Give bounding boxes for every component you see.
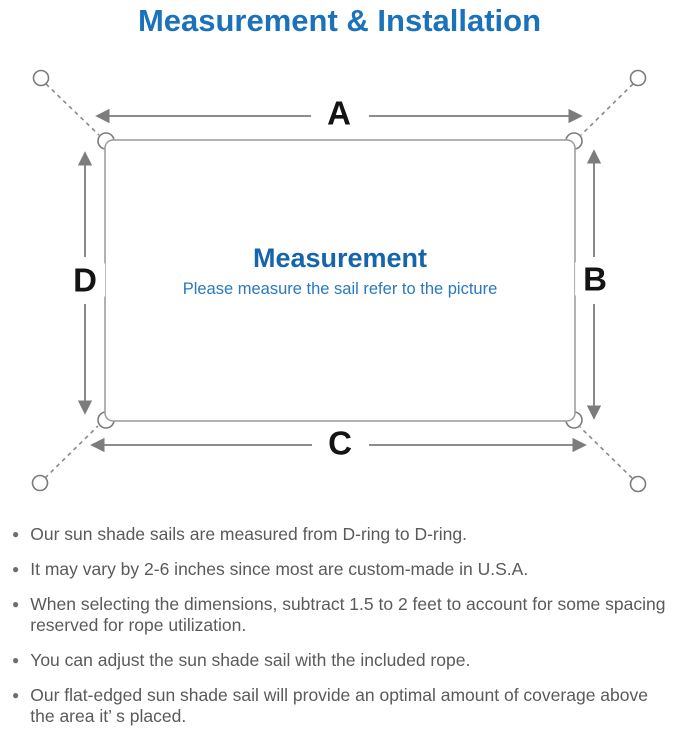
note-text: You can adjust the sun shade sail with t… [30,650,471,670]
dimension-label-d: D [65,263,105,297]
list-item: ● Our flat-edged sun shade sail will pro… [12,685,672,727]
bullet-icon: ● [12,562,20,576]
list-item: ● Our sun shade sails are measured from … [12,524,672,545]
bullet-icon: ● [12,527,20,541]
note-text: Our sun shade sails are measured from D-… [30,524,467,544]
measurement-notes-list: ● Our sun shade sails are measured from … [12,524,672,739]
page-title: Measurement & Installation [137,3,542,38]
note-text: When selecting the dimensions, subtract … [30,594,666,635]
note-text: Our flat-edged sun shade sail will provi… [30,685,648,726]
bullet-icon: ● [12,597,20,611]
dimension-label-a: A [319,96,359,130]
bullet-icon: ● [12,653,20,667]
list-item: ● It may vary by 2-6 inches since most a… [12,559,672,580]
list-item: ● You can adjust the sun shade sail with… [12,650,672,671]
list-item: ● When selecting the dimensions, subtrac… [12,594,672,636]
dimension-label-b: B [575,262,615,296]
diagram-caption-subtitle: Please measure the sail refer to the pic… [182,280,498,298]
diagram-caption: Measurement Please measure the sail refe… [105,243,575,300]
note-text: It may vary by 2-6 inches since most are… [30,559,529,579]
diagram-caption-title: Measurement [252,243,428,273]
bullet-icon: ● [12,688,20,702]
dimension-label-c: C [320,426,360,460]
